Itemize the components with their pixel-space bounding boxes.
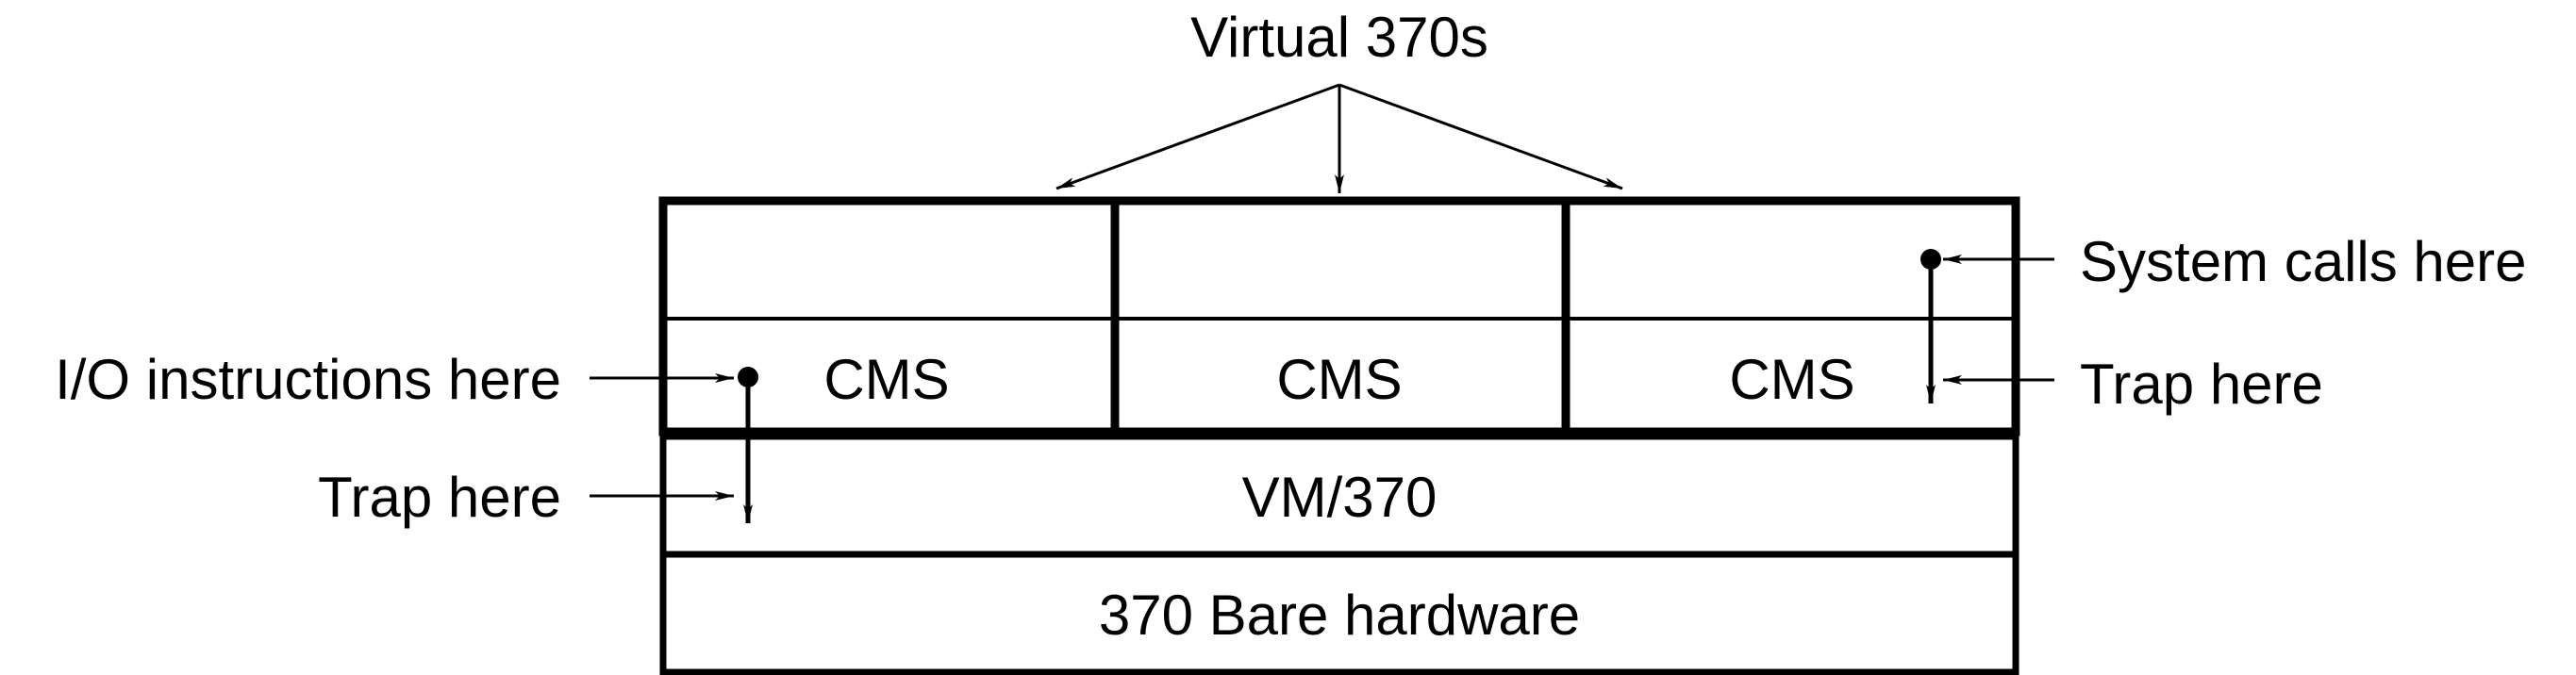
fanout-arrow-right — [1338, 83, 1623, 190]
hardware-label: 370 Bare hardware — [1099, 584, 1580, 647]
syscall-origin-dot — [1920, 249, 1941, 270]
left-arrows — [590, 373, 753, 523]
virtual-machines-block — [658, 196, 2020, 436]
title-fanout-arrows — [1055, 83, 1623, 193]
cms-cell-3: CMS — [1729, 348, 1854, 411]
io-instructions-label: I/O instructions here — [55, 348, 561, 411]
cms-cell-1: CMS — [823, 348, 949, 411]
vm370-label: VM/370 — [1242, 466, 1438, 529]
system-calls-label: System calls here — [2080, 230, 2527, 293]
trap-left-label: Trap here — [318, 466, 561, 529]
right-arrows — [1926, 255, 2054, 403]
diagram-title: Virtual 370s — [1190, 6, 1488, 69]
trap-right-label: Trap here — [2080, 353, 2323, 416]
fanout-arrow-left — [1055, 83, 1340, 190]
hardware-layer — [659, 551, 2019, 675]
io-origin-dot — [738, 367, 758, 387]
cms-cell-2: CMS — [1276, 348, 1402, 411]
